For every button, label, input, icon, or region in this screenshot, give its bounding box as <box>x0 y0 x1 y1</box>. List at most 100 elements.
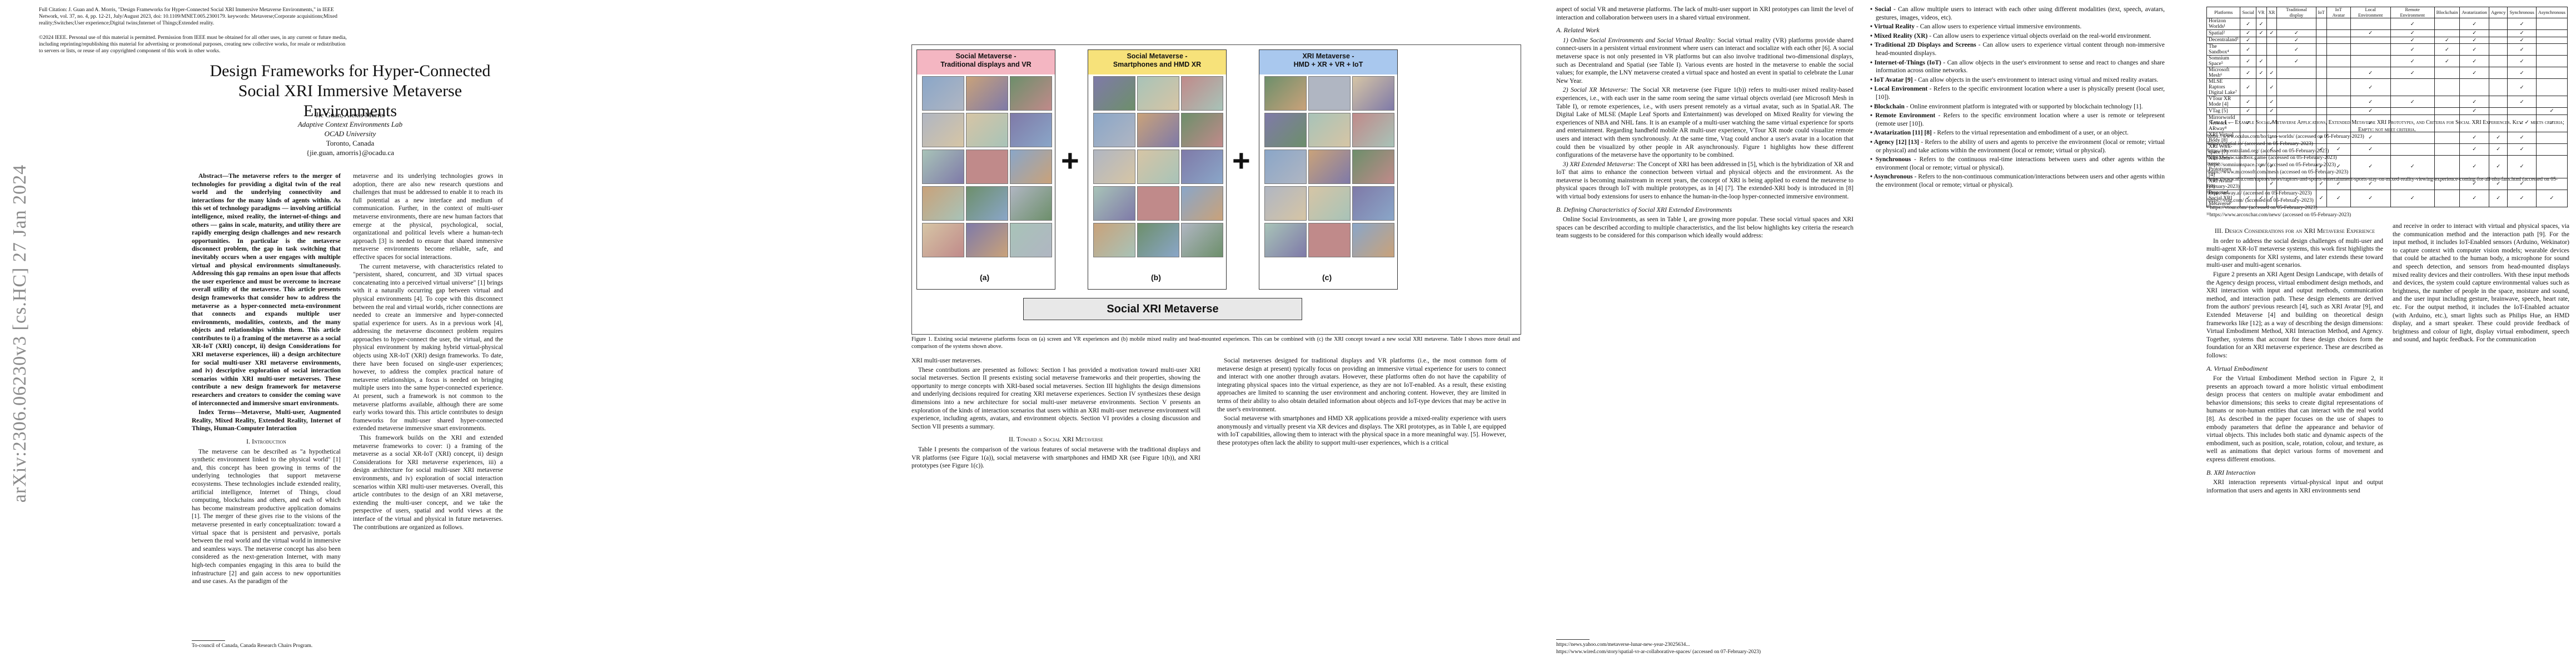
page1-right-column: metaverse and its underlying technologie… <box>353 172 503 532</box>
table-check-cell: ✓ <box>2276 189 2316 207</box>
criteria-term: • Agency [12] [13] <box>1870 138 1919 146</box>
footnote: https://www.wired.com/story/spatial-vr-a… <box>1556 649 1761 655</box>
table-platform-cell: XRI Virtual Body [8] <box>2206 131 2241 144</box>
screenshot-thumbnail <box>1352 113 1394 147</box>
table-row: VTour XR Mode [4]✓✓✓✓✓✓ <box>2206 96 2568 108</box>
table-check-cell <box>2326 36 2351 44</box>
screenshot-thumbnail <box>1308 113 1351 147</box>
table-check-cell: ✓ <box>2276 29 2316 37</box>
criteria-item: • Avatarization [11] [8] - Refers to the… <box>1870 129 2165 137</box>
screenshot-thumbnail <box>1264 76 1307 111</box>
table-check-cell: ✓ <box>2266 78 2278 97</box>
table-check-cell: ✓ <box>2240 36 2256 44</box>
table-check-cell <box>2535 155 2568 178</box>
table-check-cell <box>2266 18 2278 30</box>
screenshot-thumbnail <box>966 150 1008 184</box>
table-check-cell: ✓ <box>2255 67 2267 79</box>
table-check-cell <box>2507 107 2537 115</box>
table-check-cell: ✓ <box>2240 18 2256 30</box>
screenshot-thumbnail <box>1181 76 1223 111</box>
screenshot-thumbnail <box>1264 150 1307 184</box>
page-3: aspect of social VR and metaverse platfo… <box>1556 0 2184 667</box>
page4-footnotes: ¹https://www.oculus.com/horizon-worlds/ … <box>2206 133 2568 219</box>
table-check-cell <box>2434 29 2460 37</box>
right-col-para-3: This framework builds on the XRI and ext… <box>353 435 503 531</box>
footnote: ⁷https://www.nba.com/raptors/news/raptor… <box>2206 176 2558 190</box>
table-check-cell <box>2255 36 2267 44</box>
screenshot-thumbnail <box>1010 223 1052 257</box>
screenshot-thumbnail <box>922 113 964 147</box>
subsection-virtual-embodiment: A. Virtual Embodiment <box>2206 364 2268 372</box>
table-check-cell <box>2315 67 2327 79</box>
table-check-cell <box>2535 96 2568 108</box>
footnote-rule <box>1556 639 1590 640</box>
panel-b-title: Social Metaverse - Smartphones and HMD X… <box>1088 50 1226 74</box>
p3-para-0: aspect of social VR and metaverse platfo… <box>1556 6 1853 21</box>
table-header-cell: Synchronous <box>2507 7 2537 18</box>
screenshot-thumbnail <box>922 76 964 111</box>
author-block: Jie Guan, Alexis Morris Adaptive Context… <box>192 110 509 157</box>
screenshot-thumbnail <box>1010 150 1052 184</box>
screenshot-thumbnail <box>1181 223 1223 257</box>
table-check-cell: ✓ <box>2350 29 2391 37</box>
table-check-cell <box>2315 78 2327 97</box>
screenshot-thumbnail <box>1352 150 1394 184</box>
criteria-description: - Refers to the ability of users and age… <box>1876 138 2165 154</box>
screenshot-thumbnail <box>1093 76 1135 111</box>
table-check-cell <box>2315 43 2327 56</box>
table-check-cell: ✓ <box>2266 107 2278 115</box>
footnote-rule <box>192 640 225 641</box>
screenshot-thumbnail <box>1010 113 1052 147</box>
criteria-item: • Agency [12] [13] - Refers to the abili… <box>1870 138 2165 155</box>
table-header-cell: IoT <box>2315 7 2327 18</box>
criteria-term: • Internet-of-Things (IoT) <box>1870 59 1941 66</box>
table-platform-cell: Somnium Space⁵ <box>2206 55 2241 68</box>
table-check-cell <box>2255 78 2267 97</box>
table-check-cell <box>2390 107 2435 115</box>
criteria-item: • Mixed Reality (XR) - Can allow users t… <box>1870 32 2165 41</box>
right-col-para-2: The current metaverse, with characterist… <box>353 263 503 432</box>
table-check-cell <box>2326 55 2351 68</box>
subsub-3: 3) XRI Extended Metaverse: <box>1563 161 1636 168</box>
panel-a-title: Social Metaverse - Traditional displays … <box>917 50 1055 74</box>
table-check-cell: ✓ <box>2350 189 2391 207</box>
page3-footnotes: https://news.yahoo.com/metaverse-lunar-n… <box>1556 641 1853 656</box>
criteria-description: - Refers to the specific environment loc… <box>1876 112 2165 127</box>
page1-footnote: To-council of Canada, Canada Research Ch… <box>192 643 313 649</box>
footnote: ⁸https://arway.ai/ (accessed on 05-Febru… <box>2206 191 2312 197</box>
table-header-cell: XR <box>2266 7 2278 18</box>
table-row: XRI Avatar [9]✓✓✓✓✓✓✓ <box>2206 177 2568 190</box>
screenshot-thumbnail <box>1137 186 1179 221</box>
p3-para-4: Online Social Environments, as seen in T… <box>1556 216 1853 240</box>
table-check-cell: ✓ <box>2434 55 2460 68</box>
criteria-item: • Remote Environment - Refers to the spe… <box>1870 112 2165 128</box>
table-platform-cell: XRI Meta-verse Prototypes [4] <box>2206 155 2241 178</box>
table-check-cell <box>2255 96 2267 108</box>
p2-para-5: Social metaverse with smartphones and HM… <box>1217 415 1506 446</box>
screenshot-thumbnail <box>1352 223 1394 257</box>
table-check-cell <box>2350 18 2391 30</box>
table-platform-cell: MLSE Raptors Digital Lake⁷ <box>2206 78 2241 97</box>
table-check-cell: ✓ <box>2507 78 2537 97</box>
table-check-cell: ✓ <box>2507 18 2537 30</box>
screenshot-thumbnail <box>1308 150 1351 184</box>
page-1: Full Citation: J. Guan and A. Morris, "D… <box>39 0 347 667</box>
table-row: Horizon Worlds¹✓✓✓✓✓ <box>2206 18 2568 30</box>
p2-para-0: XRI multi-user metaverses. <box>911 357 982 364</box>
criteria-item: • Social - Can allow multiple users to i… <box>1870 6 2165 22</box>
table-check-cell <box>2276 114 2316 132</box>
footnote: https://news.yahoo.com/metaverse-lunar-n… <box>1556 642 1690 648</box>
table-check-cell: ✓ <box>2350 78 2391 97</box>
table-check-cell <box>2315 96 2327 108</box>
affiliation-lab: Adaptive Context Environments Lab <box>297 120 403 128</box>
table-header-cell: Avatarization <box>2459 7 2490 18</box>
table-check-cell: ✓ <box>2390 96 2435 108</box>
table-check-cell: ✓ <box>2535 189 2568 207</box>
table-check-cell: ✓ <box>2459 96 2490 108</box>
table-check-cell <box>2489 18 2508 30</box>
screenshot-thumbnail <box>1352 186 1394 221</box>
p4-intro-2: Figure 2 presents an XRI Agent Design La… <box>2206 271 2383 359</box>
screenshot-thumbnail <box>1308 186 1351 221</box>
table-check-cell: ✓ <box>2390 43 2435 56</box>
